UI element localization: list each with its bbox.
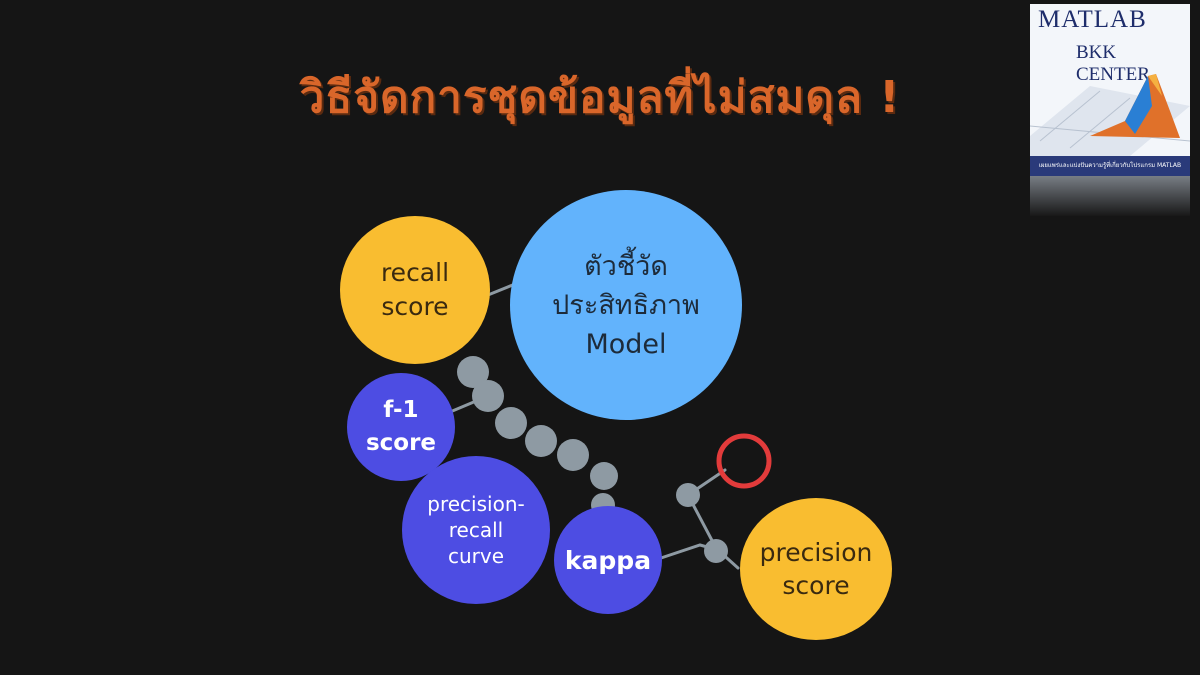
node-precision-label: precision score: [759, 538, 873, 600]
chain-dot: [495, 407, 527, 439]
highlight-ring: [716, 433, 772, 489]
logo-band: เผยแพร่และแบ่งปันความรู้ที่เกี่ยวกับโปรแ…: [1030, 156, 1190, 176]
chain-dot: [704, 539, 728, 563]
node-center-label: ตัวชี้วัด ประสิทธิภาพ Model: [552, 250, 700, 360]
node-center: ตัวชี้วัด ประสิทธิภาพ Model: [510, 190, 742, 420]
chain-dot: [457, 356, 489, 388]
chain-dot: [590, 462, 618, 490]
matlab-peaks-icon: [1030, 74, 1190, 156]
node-f1-score: f-1 score: [347, 373, 455, 481]
node-kappa: kappa: [554, 506, 662, 614]
page-title: วิธีจัดการชุดข้อมูลที่ไม่สมดุล !: [299, 72, 901, 123]
node-precision-score: precision score: [740, 498, 892, 640]
logo-reflection: [1030, 176, 1190, 216]
logo-line1: MATLAB: [1038, 6, 1147, 33]
chain-dot: [557, 439, 589, 471]
chain-dot: [525, 425, 557, 457]
logo-card: MATLAB BKK CENTER เผยแพร่และแบ่งปันความร…: [1030, 4, 1190, 176]
node-recall-label: recall score: [380, 258, 450, 321]
node-pr-curve-label: precision- recall curve: [427, 492, 525, 568]
node-precision-recall-curve: precision- recall curve: [402, 456, 550, 604]
chain-dot: [472, 380, 504, 412]
node-recall-score: recall score: [340, 216, 490, 364]
node-f1-label: f-1 score: [365, 397, 437, 456]
logo-line2: BKK CENTER: [1076, 42, 1150, 85]
matlab-bkk-center-logo: MATLAB BKK CENTER เผยแพร่และแบ่งปันความร…: [1030, 4, 1190, 216]
node-kappa-label: kappa: [564, 545, 652, 575]
chain-dot: [676, 483, 700, 507]
